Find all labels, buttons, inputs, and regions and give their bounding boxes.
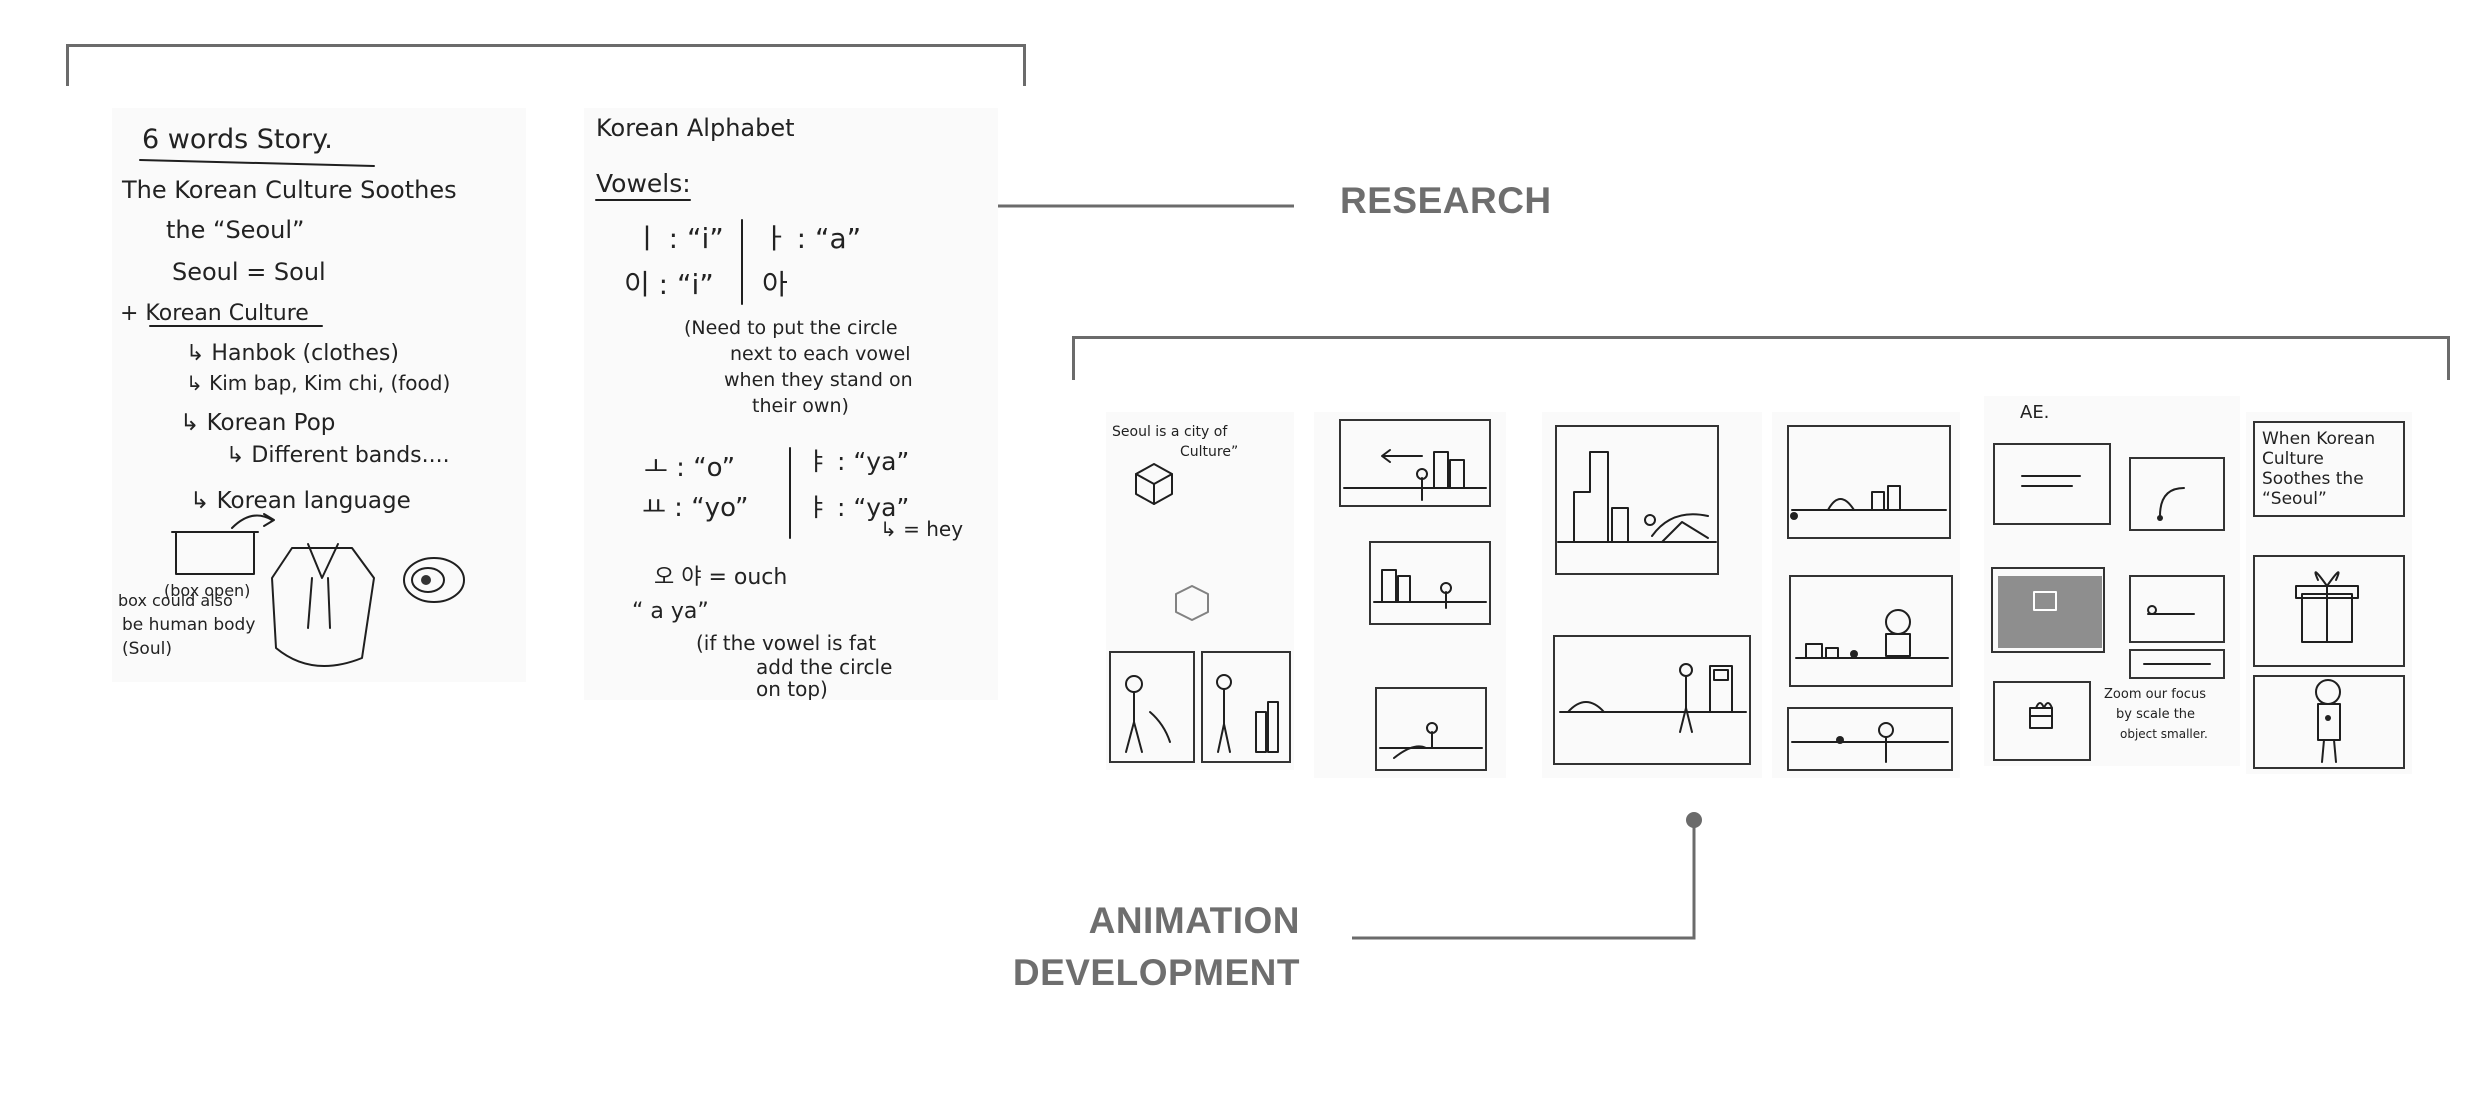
- animation-connector-dot: [1686, 812, 1702, 828]
- panel1-frame-b: [1201, 651, 1291, 763]
- research-label: RESEARCH: [1340, 180, 1552, 221]
- hanbok-sketch: [271, 543, 375, 667]
- panel5-caption: by scale the: [2116, 707, 2195, 722]
- panel6-caption: “Seoul”: [2262, 489, 2327, 509]
- animation-label-line1: ANIMATION: [1088, 900, 1300, 941]
- panel4-frame-c: [1787, 707, 1953, 771]
- storyboard-panel-3: [1542, 412, 1762, 778]
- panel6-frame-a: [2253, 421, 2405, 517]
- storyboard-panel-5: AE. Zoom our focus by sc: [1984, 396, 2240, 766]
- research-bracket: [66, 44, 1026, 86]
- panel5-caption: object smaller.: [2120, 727, 2208, 741]
- vowel-row: ㅏ : “a”: [762, 222, 861, 255]
- animation-bracket: [1072, 336, 2450, 380]
- panel4-sketch: [1790, 485, 1949, 763]
- note2-line: on top): [756, 677, 828, 700]
- panel5-sketch: [1998, 475, 2211, 729]
- panel5-header: AE.: [2020, 402, 2049, 423]
- panel5-frame-e: [2129, 649, 2225, 679]
- example-row: 오 야 = ouch: [654, 565, 787, 590]
- research-note-right: Korean Alphabet Vowels: ㅣ : “i” ㅏ : “a” …: [584, 108, 998, 700]
- vowel-row: 이 : “i”: [624, 268, 714, 301]
- panel4-frame-a: [1787, 425, 1951, 539]
- storyboard-panel-2: [1314, 412, 1506, 778]
- caption-line: (Soul): [122, 639, 172, 659]
- note-left-line: ↳ Korean language: [190, 488, 411, 514]
- cube-sketch-faint: [1175, 585, 1209, 621]
- figure-sketch: [1125, 674, 1279, 753]
- storyboard-panel-4: [1772, 412, 1960, 778]
- box-caption: (box open): [164, 581, 250, 600]
- panel2-frame-c: [1375, 687, 1487, 771]
- box-sketch: [171, 513, 275, 575]
- example-row: “ a ya”: [632, 599, 709, 624]
- cube-sketch: [1135, 463, 1173, 505]
- panel5-frame-b: [2129, 457, 2225, 531]
- panel3-frame-a: [1555, 425, 1719, 575]
- panel4-frame-b: [1789, 575, 1953, 687]
- note-right-subtitle: Vowels:: [596, 169, 691, 198]
- note-left-line: + Korean Culture: [120, 301, 309, 326]
- panel5-frame-f: [1993, 681, 2091, 761]
- panel5-caption: Zoom our focus: [2104, 687, 2206, 702]
- note-right-title: Korean Alphabet: [596, 114, 795, 142]
- panel6-frame-b: [2253, 555, 2405, 667]
- note-left-line: ↳ Different bands....: [226, 443, 450, 468]
- panel5-frame-c: [1991, 567, 2105, 653]
- note-left-title: 6 words Story.: [142, 124, 333, 155]
- research-note-left: 6 words Story. The Korean Culture Soothe…: [112, 108, 526, 682]
- caption-line: be human body: [122, 615, 255, 635]
- vowel-row-note: ↳ = hey: [880, 517, 963, 541]
- note1-line: next to each vowel: [730, 343, 910, 365]
- note-left-line: ↳ Kim bap, Kim chi, (food): [186, 371, 450, 395]
- storyboard-panel-6: When Korean Culture Soothes the “Seoul”: [2246, 412, 2412, 774]
- vowel-row: ㅗ : “o”: [644, 453, 735, 483]
- vowel-row: ㅑ : “ya”: [806, 493, 909, 522]
- panel1-caption: Culture”: [1180, 444, 1238, 460]
- panel6-sketch: [2295, 571, 2359, 763]
- vowel-row: ㅑ : “ya”: [806, 447, 909, 476]
- panel5-frame-d: [2129, 575, 2225, 643]
- note1-line: (Need to put the circle: [684, 317, 898, 339]
- note-left-line: The Korean Culture Soothes: [121, 176, 457, 204]
- note1-line: when they stand on: [724, 369, 913, 391]
- panel1-frame-a: [1109, 651, 1195, 763]
- vowel-row: ㅣ : “i”: [634, 222, 724, 255]
- panel6-frame-c: [2253, 675, 2405, 769]
- vowel-row: 아: [762, 268, 788, 301]
- note1-line: their own): [752, 395, 849, 417]
- note-left-line: Seoul = Soul: [172, 258, 326, 286]
- panel2-frame-a: [1339, 419, 1491, 507]
- note2-line: (if the vowel is fat: [696, 631, 876, 655]
- storyboard-panel-1: Seoul is a city of Culture”: [1106, 412, 1294, 770]
- kimbap-sketch: [403, 557, 465, 603]
- title-underline: [139, 159, 375, 167]
- note-left-line: ↳ Korean Pop: [180, 410, 335, 436]
- panel1-caption: Seoul is a city of: [1112, 424, 1228, 440]
- animation-development-label: ANIMATION DEVELOPMENT: [960, 895, 1300, 999]
- animation-label-line2: DEVELOPMENT: [1012, 952, 1300, 993]
- panel2-frame-b: [1369, 541, 1491, 625]
- panel6-caption: When Korean: [2262, 429, 2375, 449]
- panel5-frame-a: [1993, 443, 2111, 525]
- panel6-caption: Culture: [2262, 449, 2324, 469]
- note2-line: add the circle: [756, 655, 892, 679]
- caption-line: box could also: [118, 591, 233, 610]
- note-left-line: the “Seoul”: [166, 216, 304, 244]
- note-left-line: ↳ Hanbok (clothes): [186, 341, 399, 366]
- panel6-caption: Soothes the: [2262, 469, 2364, 489]
- animation-connector-line: [1352, 820, 1696, 940]
- panel3-frame-b: [1553, 635, 1751, 765]
- vowel-row: ㅛ : “yo”: [642, 493, 749, 523]
- panel2-sketch: [1343, 449, 1487, 759]
- panel3-sketch: [1557, 451, 1747, 733]
